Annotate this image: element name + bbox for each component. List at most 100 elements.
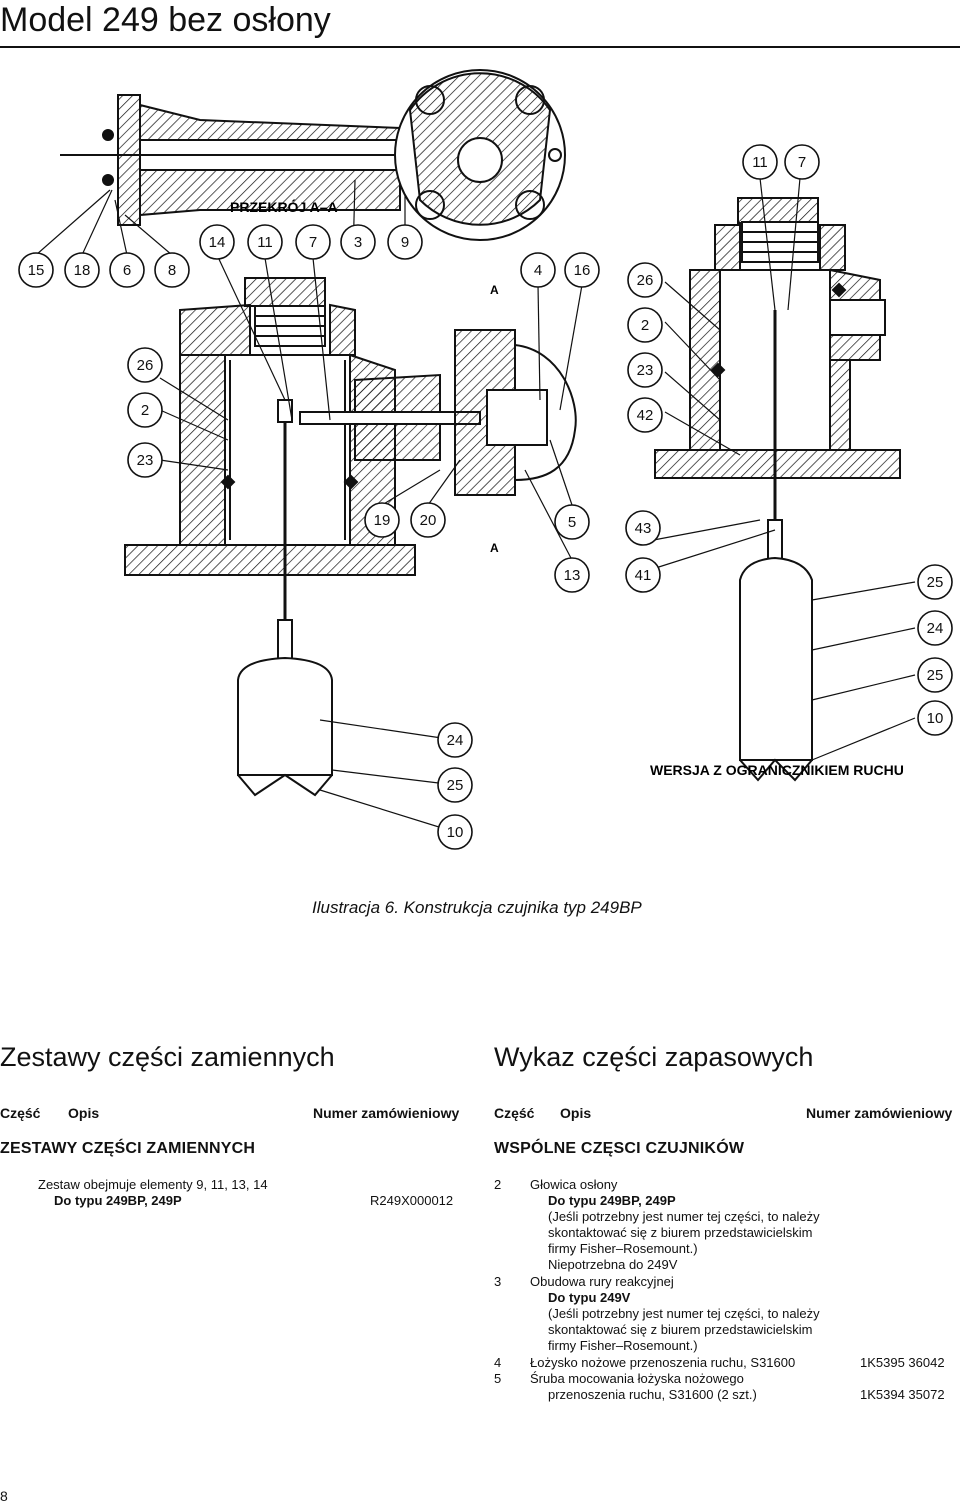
item-2-note-1: (Jeśli potrzebny jest numer tej części, … [548, 1209, 820, 1224]
left-col-number: Numer zamówieniowy [313, 1105, 460, 1121]
callout-26-left: 26 [127, 347, 163, 383]
svg-text:23: 23 [637, 362, 654, 379]
svg-text:41: 41 [635, 567, 652, 584]
section-mark-bottom: A [490, 541, 499, 555]
svg-text:5: 5 [568, 514, 576, 531]
callout-5: 5 [554, 504, 590, 540]
svg-text:43: 43 [635, 520, 652, 537]
kit-line-2: Do typu 249BP, 249P [54, 1193, 182, 1208]
callout-42: 42 [627, 397, 663, 433]
callout-19: 19 [364, 502, 400, 538]
item-5-part-number: 1K5394 35072 [860, 1387, 945, 1402]
item-2-note-2: skontaktować się z biurem przedstawiciel… [548, 1225, 813, 1240]
section-aa-view [60, 69, 566, 241]
svg-text:14: 14 [209, 234, 226, 251]
callout-3: 3 [340, 224, 376, 260]
svg-text:26: 26 [637, 272, 654, 289]
svg-text:11: 11 [257, 234, 273, 251]
svg-text:16: 16 [574, 262, 591, 279]
left-section-heading: Zestawy części zamiennych [0, 1042, 335, 1072]
callout-26-right: 26 [627, 262, 663, 298]
callout-6: 6 [109, 252, 145, 288]
callout-16: 16 [564, 252, 600, 288]
item-2-no: 2 [494, 1177, 502, 1192]
callout-13: 13 [554, 557, 590, 593]
callout-18: 18 [64, 252, 100, 288]
callout-7-right: 7 [784, 144, 820, 180]
callout-2-right: 2 [627, 307, 663, 343]
right-col-part: Część [494, 1105, 535, 1121]
svg-text:10: 10 [447, 824, 464, 841]
svg-text:7: 7 [798, 154, 806, 171]
item-3-no: 3 [494, 1274, 502, 1289]
svg-text:25: 25 [927, 667, 944, 684]
callout-25-right-b: 25 [917, 657, 953, 693]
left-col-part: Część [0, 1105, 41, 1121]
section-mark-top: A [490, 283, 499, 297]
item-5-desc-1: Śruba mocowania łożyska nożowego [530, 1371, 744, 1386]
item-5-desc-2: przenoszenia ruchu, S31600 (2 szt.) [548, 1387, 757, 1402]
callout-9: 9 [387, 224, 423, 260]
svg-text:20: 20 [420, 512, 437, 529]
figure-caption: Ilustracja 6. Konstrukcja czujnika typ 2… [312, 898, 642, 917]
section-aa-label: PRZEKRÓJ A–A [230, 198, 338, 215]
right-col-desc: Opis [560, 1105, 592, 1121]
svg-text:23: 23 [137, 452, 154, 469]
callout-11-right: 11 [742, 144, 778, 180]
callout-25-right-a: 25 [917, 564, 953, 600]
sensor-construction-drawing: PRZEKRÓJ A–A WERSJA Z OGRANICZNIKIEM RUC… [18, 69, 953, 850]
title-rule [0, 46, 960, 48]
callout-7: 7 [295, 224, 331, 260]
svg-text:19: 19 [374, 512, 391, 529]
item-3-type: Do typu 249V [548, 1290, 631, 1305]
callout-11: 11 [247, 224, 283, 260]
svg-text:42: 42 [637, 407, 654, 424]
item-4-no: 4 [494, 1355, 502, 1370]
item-3-note-1: (Jeśli potrzebny jest numer tej części, … [548, 1306, 820, 1321]
item-3-desc: Obudowa rury reakcyjnej [530, 1274, 674, 1289]
svg-text:25: 25 [447, 777, 464, 794]
callout-20: 20 [410, 502, 446, 538]
right-section-heading: Wykaz części zapasowych [494, 1042, 814, 1072]
svg-text:2: 2 [641, 317, 649, 334]
svg-text:9: 9 [401, 234, 409, 251]
item-2-note-3: firmy Fisher–Rosemount.) [548, 1241, 698, 1256]
item-3-note-2: skontaktować się z biurem przedstawiciel… [548, 1322, 813, 1337]
svg-text:26: 26 [137, 357, 154, 374]
item-4-desc: Łożysko nożowe przenoszenia ruchu, S3160… [530, 1355, 796, 1370]
callout-14: 14 [199, 224, 235, 260]
svg-text:4: 4 [534, 262, 542, 279]
travel-limiter-variant-view [654, 197, 901, 782]
svg-text:10: 10 [927, 710, 944, 727]
callout-23-left: 23 [127, 442, 163, 478]
right-col-number: Numer zamówieniowy [806, 1105, 953, 1121]
page-number: 8 [0, 1488, 8, 1504]
callout-41: 41 [625, 557, 661, 593]
svg-text:24: 24 [927, 620, 944, 637]
item-2-desc: Głowica osłony [530, 1177, 618, 1192]
main-assembly-view [124, 277, 577, 797]
item-2-type: Do typu 249BP, 249P [548, 1193, 676, 1208]
svg-text:11: 11 [752, 154, 768, 171]
callout-15: 15 [18, 252, 54, 288]
callout-24-right: 24 [917, 610, 953, 646]
right-group-heading: WSPÓLNE CZĘSCI CZUJNIKÓW [494, 1140, 745, 1157]
svg-text:6: 6 [123, 262, 131, 279]
svg-text:8: 8 [168, 262, 176, 279]
svg-text:25: 25 [927, 574, 944, 591]
variant-label: WERSJA Z OGRANICZNIKIEM RUCHU [650, 762, 904, 778]
svg-text:18: 18 [74, 262, 91, 279]
item-2-note-4: Niepotrzebna do 249V [548, 1257, 678, 1272]
callout-10-left: 10 [437, 814, 473, 850]
leader-lines [35, 177, 916, 833]
callout-25-left: 25 [437, 767, 473, 803]
callout-4: 4 [520, 252, 556, 288]
svg-text:3: 3 [354, 234, 362, 251]
left-group-heading: ZESTAWY CZĘŚCI ZAMIENNYCH [0, 1140, 256, 1157]
callout-24-left: 24 [437, 722, 473, 758]
callout-10-right: 10 [917, 700, 953, 736]
kit-line-1: Zestaw obejmuje elementy 9, 11, 13, 14 [38, 1177, 268, 1192]
svg-text:24: 24 [447, 732, 464, 749]
callout-23-right: 23 [627, 352, 663, 388]
page-title: Model 249 bez osłony [0, 1, 331, 39]
